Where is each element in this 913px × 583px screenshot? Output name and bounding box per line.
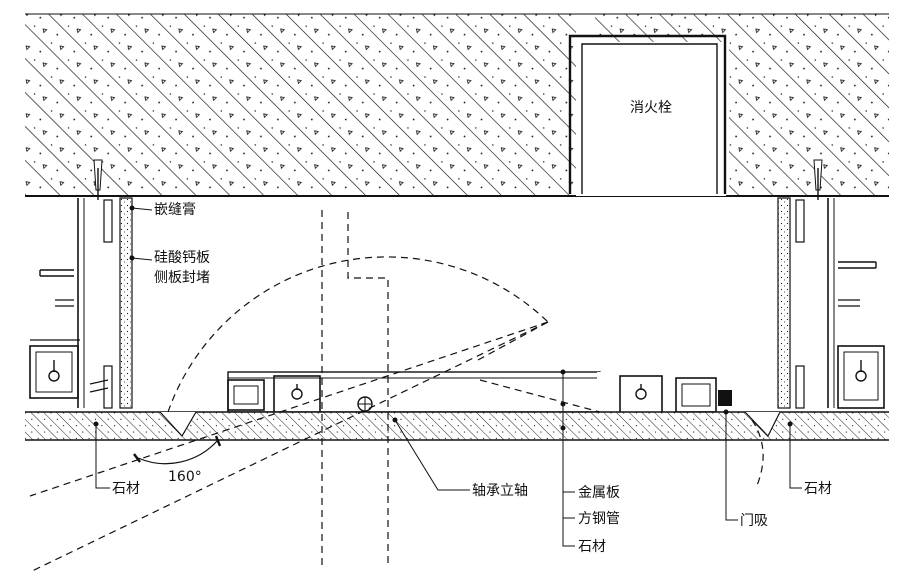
right-side-panel xyxy=(777,159,885,409)
fire-hydrant-niche: 消火栓 xyxy=(568,34,727,196)
fire-hydrant-label: 消火栓 xyxy=(630,100,672,116)
left-side-panel xyxy=(29,159,133,409)
stone-left-label: 石材 xyxy=(112,481,140,497)
pivot-shaft-label: 轴承立轴 xyxy=(472,483,528,499)
angle-indicator: 160° xyxy=(133,435,222,485)
stone-floor xyxy=(25,411,889,441)
side-seal-label: 侧板封堵 xyxy=(154,270,210,286)
stone-right-label: 石材 xyxy=(804,481,832,497)
door-stop-label: 门吸 xyxy=(740,513,768,529)
calcium-silicate-label: 硅酸钙板 xyxy=(154,250,210,266)
stone-bottom-label: 石材 xyxy=(578,539,606,555)
caulk-label: 嵌缝膏 xyxy=(154,201,196,218)
concrete-wall xyxy=(25,13,889,197)
leader-lines xyxy=(93,205,802,547)
metal-plate-label: 金属板 xyxy=(578,485,620,501)
square-steel-tube-label: 方钢管 xyxy=(578,511,620,527)
swing-lines xyxy=(29,210,764,573)
angle-label: 160° xyxy=(168,469,202,485)
